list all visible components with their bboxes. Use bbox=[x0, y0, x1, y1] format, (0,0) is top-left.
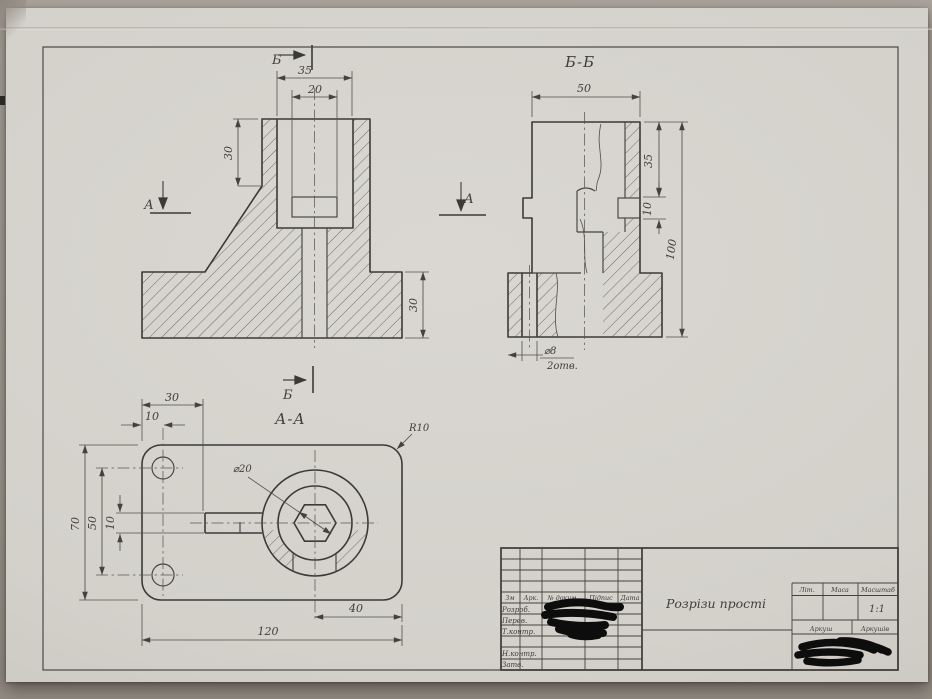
dim-label-aa-70: 70 bbox=[69, 517, 82, 531]
ext-lines-bb-d8 bbox=[521, 341, 538, 361]
col-label-ndoc: № докум. bbox=[547, 594, 579, 602]
row-label-tcontrol: Т.контр. bbox=[502, 628, 535, 636]
front-view: 35 20 30 30 Б А А bbox=[141, 45, 486, 348]
hatch-bb-wall bbox=[625, 122, 640, 198]
dim-label-aa-50: 50 bbox=[86, 516, 99, 530]
bb-centerlines bbox=[529, 112, 585, 350]
mass-label: Маса bbox=[830, 586, 849, 594]
corner-shadow bbox=[0, 0, 26, 56]
aa-slot-walls bbox=[292, 554, 337, 572]
hatch-right-region bbox=[327, 119, 402, 338]
hatch-bb-right bbox=[603, 218, 662, 337]
bb-inner-hole bbox=[532, 187, 604, 274]
ext-lines-aa-70 bbox=[79, 444, 138, 601]
bb-break-line-2 bbox=[579, 218, 588, 274]
dim-label-30-left: 30 bbox=[222, 146, 235, 160]
drawing-sheet bbox=[6, 8, 928, 682]
scale-value: 1:1 bbox=[869, 604, 885, 615]
title-block-border bbox=[500, 547, 899, 671]
dim-label-bb-2otv: 2отв. bbox=[546, 361, 578, 372]
dim-label-35: 35 bbox=[298, 64, 312, 77]
dim-label-30-right: 30 bbox=[407, 298, 420, 312]
dim-label-20: 20 bbox=[307, 83, 322, 96]
col-label-sign: Підпис bbox=[588, 594, 613, 602]
section-aa-title: А-А bbox=[274, 410, 306, 428]
section-a-letter-left: А bbox=[143, 198, 154, 213]
leader-aa-d20 bbox=[247, 476, 300, 513]
dim-label-bb-100: 100 bbox=[664, 238, 680, 261]
leader-aa-r10 bbox=[396, 433, 413, 450]
hatch-bb-baseleft bbox=[508, 273, 522, 337]
section-b-letter-top: Б bbox=[271, 53, 282, 68]
dim-label-bb-35: 35 bbox=[642, 154, 655, 168]
front-pocket bbox=[276, 119, 354, 229]
dim-label-aa-10t: 10 bbox=[145, 410, 159, 423]
front-hole-lines bbox=[301, 228, 328, 338]
ext-lines-20 bbox=[291, 90, 338, 196]
section-a-letter-right: А bbox=[463, 192, 474, 207]
ext-lines-bb-right bbox=[643, 121, 688, 338]
section-bb-view: Б-Б 50 35 bbox=[507, 53, 688, 372]
ext-lines-30-left bbox=[233, 118, 262, 187]
bb-base-hole-walls bbox=[521, 273, 538, 337]
bb-break-line-1 bbox=[595, 123, 602, 192]
aa-centerlines bbox=[96, 428, 378, 622]
sheets-label: Аркушів bbox=[860, 625, 890, 633]
scale-label: Масштаб bbox=[860, 586, 895, 594]
row-label-developed: Розроб. bbox=[501, 606, 530, 614]
title-block-right-grid bbox=[642, 582, 898, 670]
paper-crease bbox=[0, 27, 932, 30]
document-title: Розрізи прості bbox=[665, 596, 766, 611]
aa-keyway bbox=[204, 512, 262, 534]
aa-hatch-left-wedge bbox=[263, 529, 298, 570]
col-label-ark: Арк. bbox=[523, 594, 539, 602]
drawing-frame bbox=[42, 46, 899, 671]
dim-label-aa-40: 40 bbox=[348, 602, 363, 615]
redaction-scribble-signatures bbox=[541, 598, 624, 641]
ext-lines-aa-10s bbox=[116, 512, 204, 534]
bb-slot-window bbox=[617, 197, 641, 219]
dim-label-aa-120: 120 bbox=[258, 625, 279, 638]
title-block-left-columns bbox=[519, 548, 619, 670]
bb-break-line-3 bbox=[555, 272, 559, 338]
bb-outline bbox=[507, 121, 663, 338]
section-bb-title: Б-Б bbox=[564, 53, 595, 71]
section-b-letter-bottom: Б bbox=[282, 388, 293, 403]
hatch-bb-basemid bbox=[537, 273, 558, 337]
col-label-date: Дата bbox=[620, 594, 640, 602]
col-label-zm: Зм bbox=[505, 594, 514, 602]
dim-label-aa-r10: R10 bbox=[408, 423, 430, 434]
edge-speck bbox=[0, 96, 5, 105]
row-label-approved: Затв. bbox=[502, 661, 523, 669]
dim-label-aa-30: 30 bbox=[165, 391, 179, 404]
dim-label-bb-50: 50 bbox=[577, 82, 591, 95]
dim-label-bb-d8: ⌀8 bbox=[544, 346, 556, 357]
dim-label-bb-10: 10 bbox=[641, 202, 654, 216]
title-block: Зм Арк. № докум. Підпис Дата Розроб. Пер… bbox=[500, 547, 899, 671]
section-aa-view: А-А Б 30 bbox=[69, 366, 430, 646]
sheet-label: Аркуш bbox=[809, 625, 833, 633]
dim-line-aa-d20 bbox=[298, 511, 332, 535]
redaction-scribble-sheet bbox=[794, 637, 892, 667]
lit-label: Літ. bbox=[798, 586, 814, 594]
aa-hatch-right-wedge bbox=[332, 529, 367, 570]
aa-plate-outline bbox=[141, 444, 403, 601]
dim-label-aa-d20: ⌀20 bbox=[233, 464, 252, 475]
row-label-checked: Перев. bbox=[501, 617, 527, 625]
dim-label-aa-10s: 10 bbox=[104, 516, 117, 530]
front-outline bbox=[141, 118, 403, 339]
row-label-ncontrol: Н.контр. bbox=[501, 650, 537, 658]
